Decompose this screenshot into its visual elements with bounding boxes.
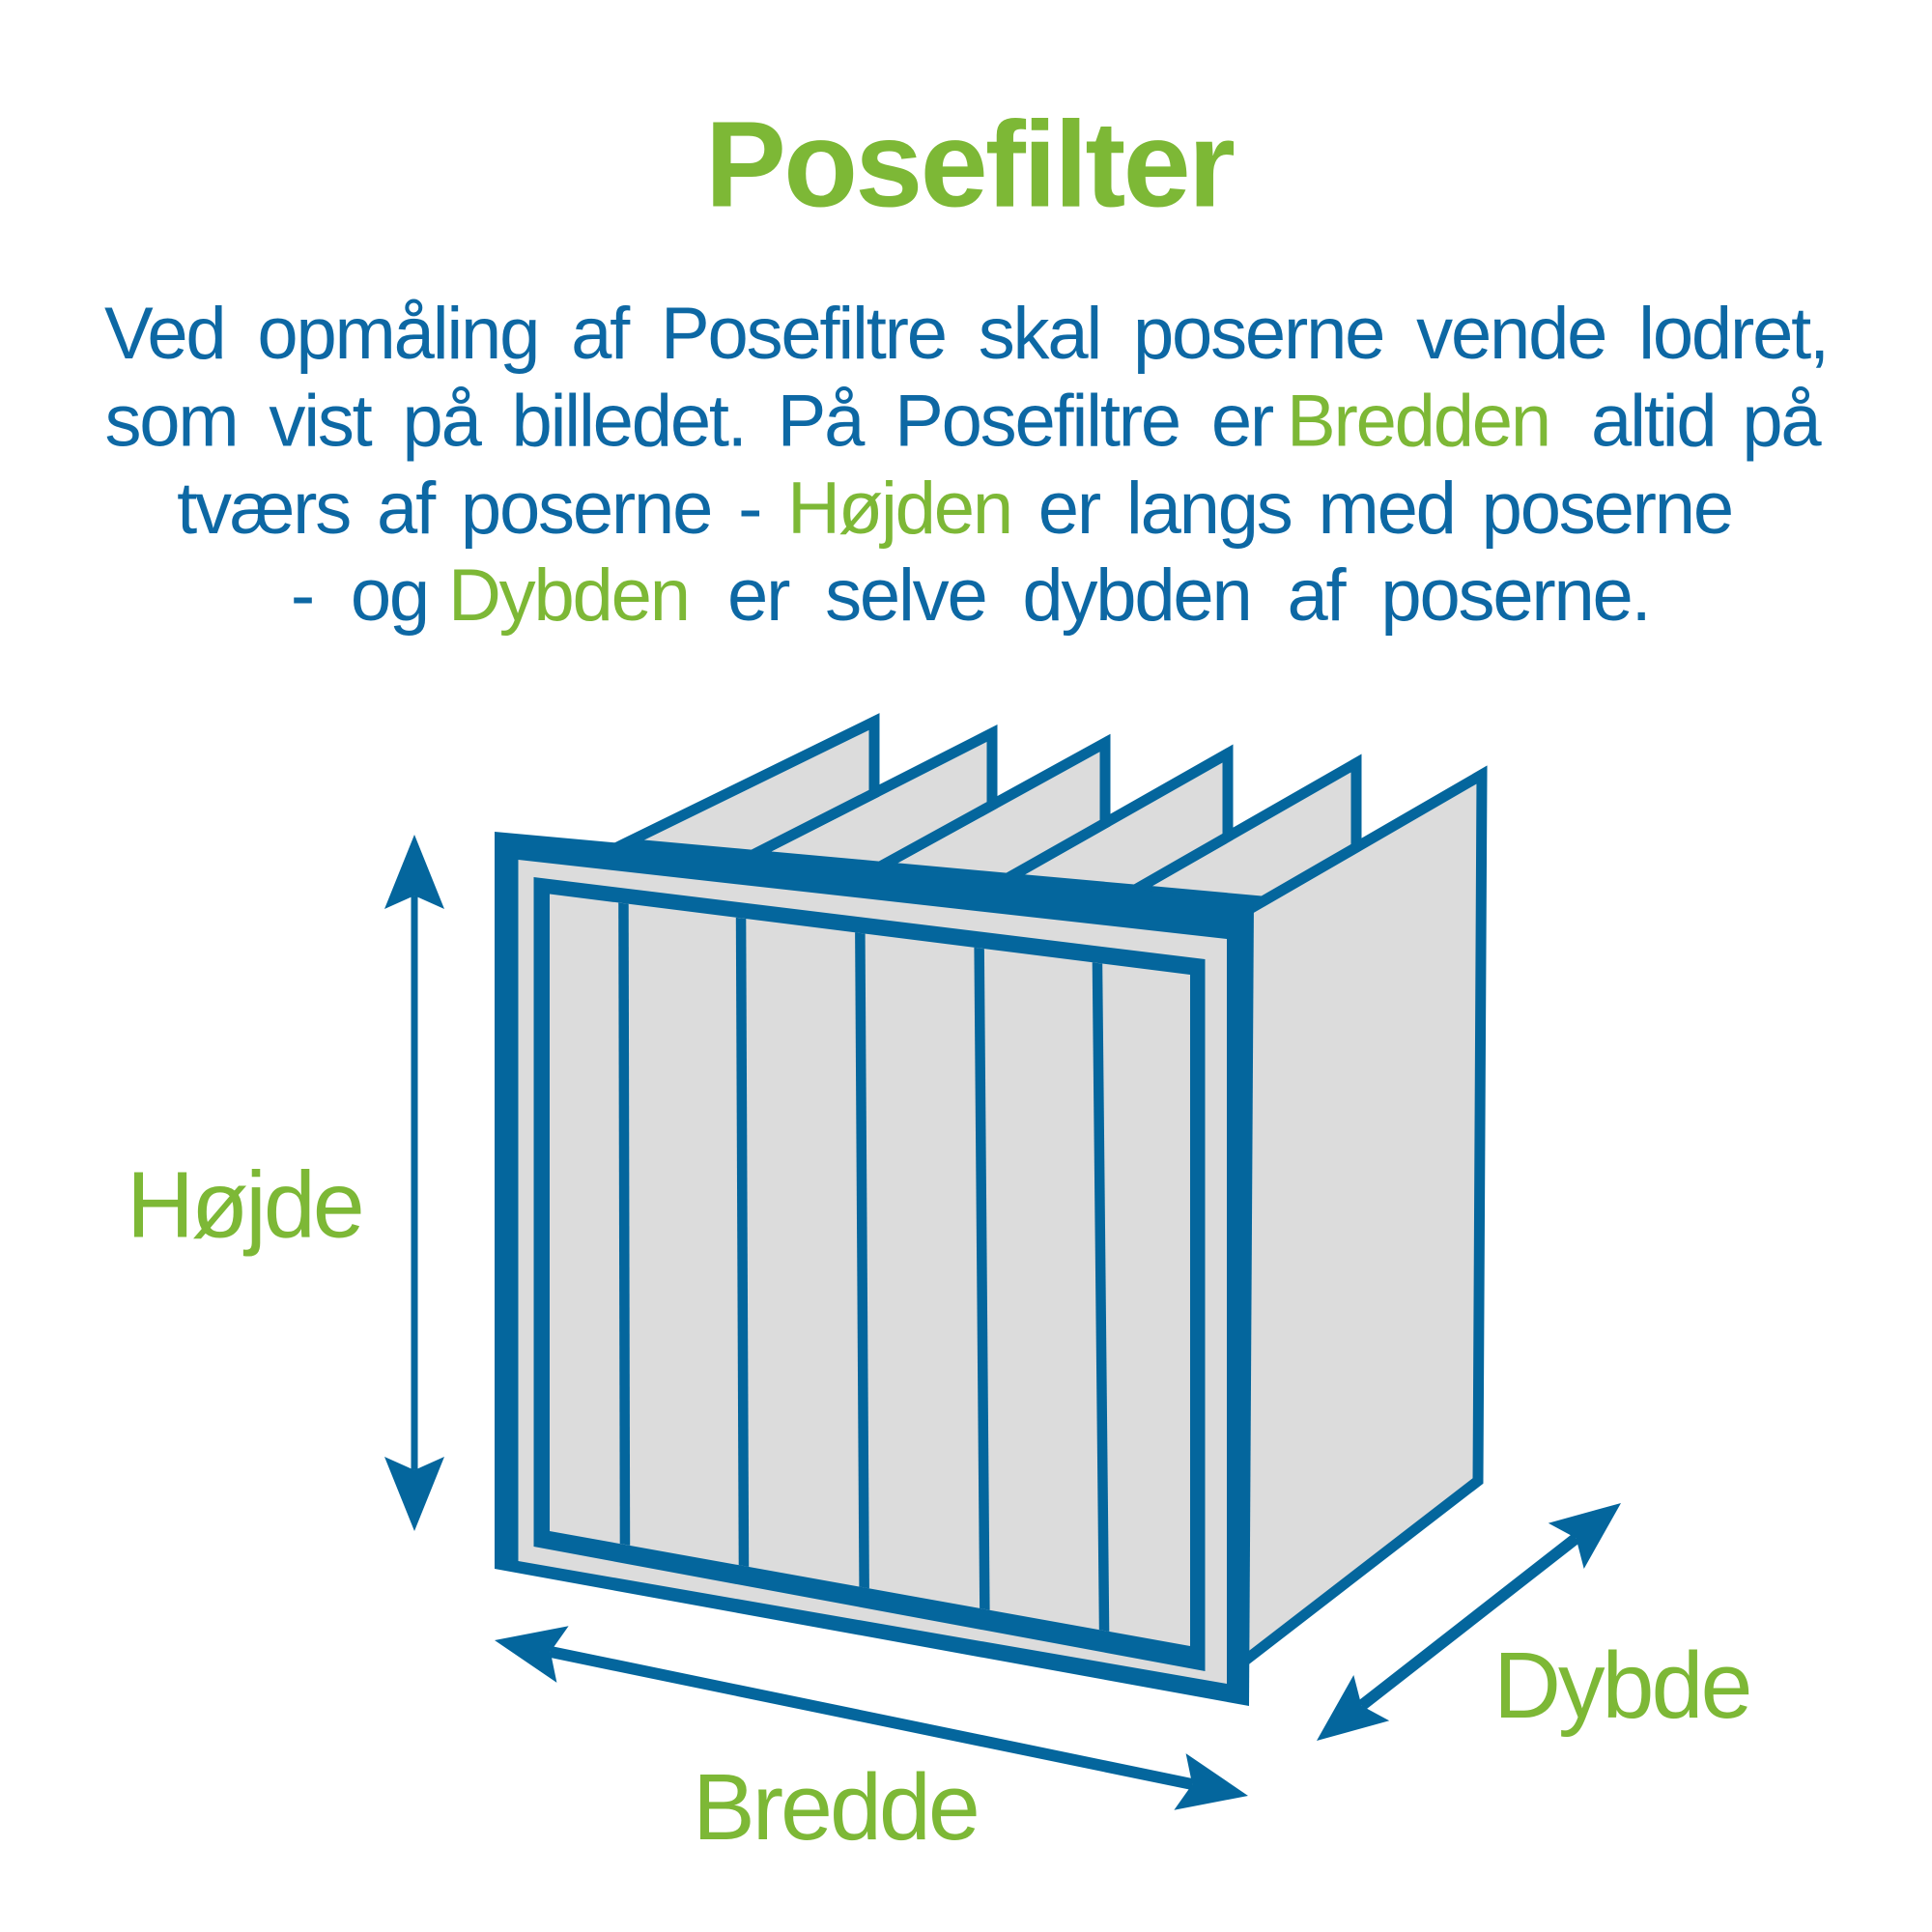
svg-text:- og: - og: [291, 554, 428, 637]
svg-text:Bredden: Bredden: [1287, 381, 1549, 463]
svg-text:som vist på billedet. På Posef: som vist på billedet. På Posefiltre er: [105, 381, 1274, 463]
svg-text:tværs af poserne - Højden er l: tværs af poserne - Højden er langs med p…: [177, 468, 1732, 550]
svg-text:er selve dybden af poserne.: er selve dybden af poserne.: [727, 554, 1650, 637]
svg-text:Højde: Højde: [127, 1152, 362, 1258]
svg-text:altid på: altid på: [1591, 381, 1822, 463]
svg-text:Dybde: Dybde: [1493, 1633, 1749, 1738]
svg-text:Bredde: Bredde: [693, 1754, 978, 1860]
svg-text:Posefilter: Posefilter: [705, 97, 1235, 233]
svg-text:Dybden: Dybden: [448, 554, 689, 637]
svg-text:Ved opmåling af Posefiltre ska: Ved opmåling af Posefiltre skal poserne …: [104, 293, 1828, 375]
